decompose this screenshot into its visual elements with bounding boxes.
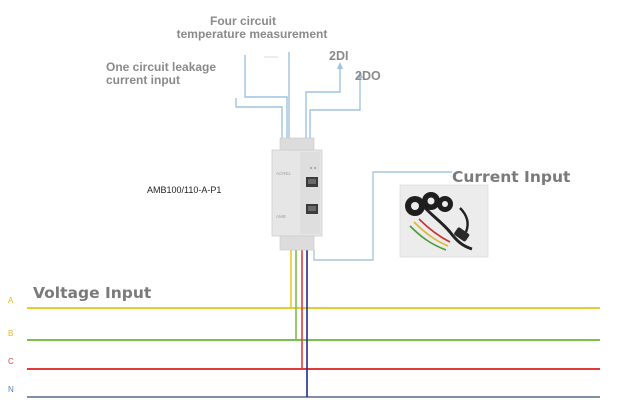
ct-ring-2-hole: [427, 197, 435, 205]
meter-device: ACREL AMB: [271, 137, 323, 251]
device-top-terminal: [279, 137, 315, 151]
ct-ring-3-hole: [442, 201, 448, 207]
device-front-panel: [300, 152, 320, 234]
phase-letters: A B C N: [8, 296, 14, 394]
ct-plug-tail: [459, 207, 469, 233]
device-brand: ACREL: [276, 171, 292, 176]
ct-photo-bg: [399, 184, 489, 258]
four-circuit-label-line2: temperature measurement: [177, 27, 328, 41]
phase-label-a: A: [8, 296, 14, 305]
do-label: 2DO: [355, 69, 381, 83]
leakage-wire: [235, 98, 283, 140]
leakage-label-line1: One circuit leakage: [106, 60, 216, 74]
port-1-inner: [308, 179, 316, 184]
device-bottom-terminal: [279, 235, 315, 251]
di-wire: [305, 68, 341, 140]
temperature-wire-1: [244, 55, 288, 140]
indicator-1: [310, 167, 312, 169]
ct-plug: [454, 227, 470, 242]
ct-cable-red: [418, 218, 451, 243]
ct-cable-green: [409, 225, 447, 251]
di-arrow: [337, 62, 343, 69]
ct-wire: [313, 171, 452, 261]
four-circuit-label-line1: Four circuit: [210, 14, 276, 28]
do-wire: [309, 77, 361, 140]
device-small-mark: AMB: [276, 214, 286, 219]
model-label: AMB100/110-A-P1: [147, 185, 221, 195]
leakage-label-line2: current input: [106, 73, 180, 87]
phase-lines: [27, 307, 600, 398]
voltage-drops: [290, 250, 308, 397]
port-2-inner: [308, 206, 316, 211]
phase-label-c: C: [8, 357, 14, 366]
ct-cable-yellow: [413, 221, 449, 247]
ct-cable-black: [416, 199, 473, 251]
phase-label-n: N: [8, 385, 14, 394]
ct-ring-1-hole: [411, 202, 419, 210]
current-transformer-photo: [399, 184, 489, 258]
current-input-label: Current Input: [452, 168, 571, 186]
phase-label-b: B: [8, 329, 13, 338]
signal-wires: [235, 52, 361, 140]
di-label: 2DI: [329, 49, 348, 63]
do-arrow: [357, 71, 363, 78]
voltage-input-label: Voltage Input: [33, 284, 152, 302]
indicator-2: [314, 167, 316, 169]
